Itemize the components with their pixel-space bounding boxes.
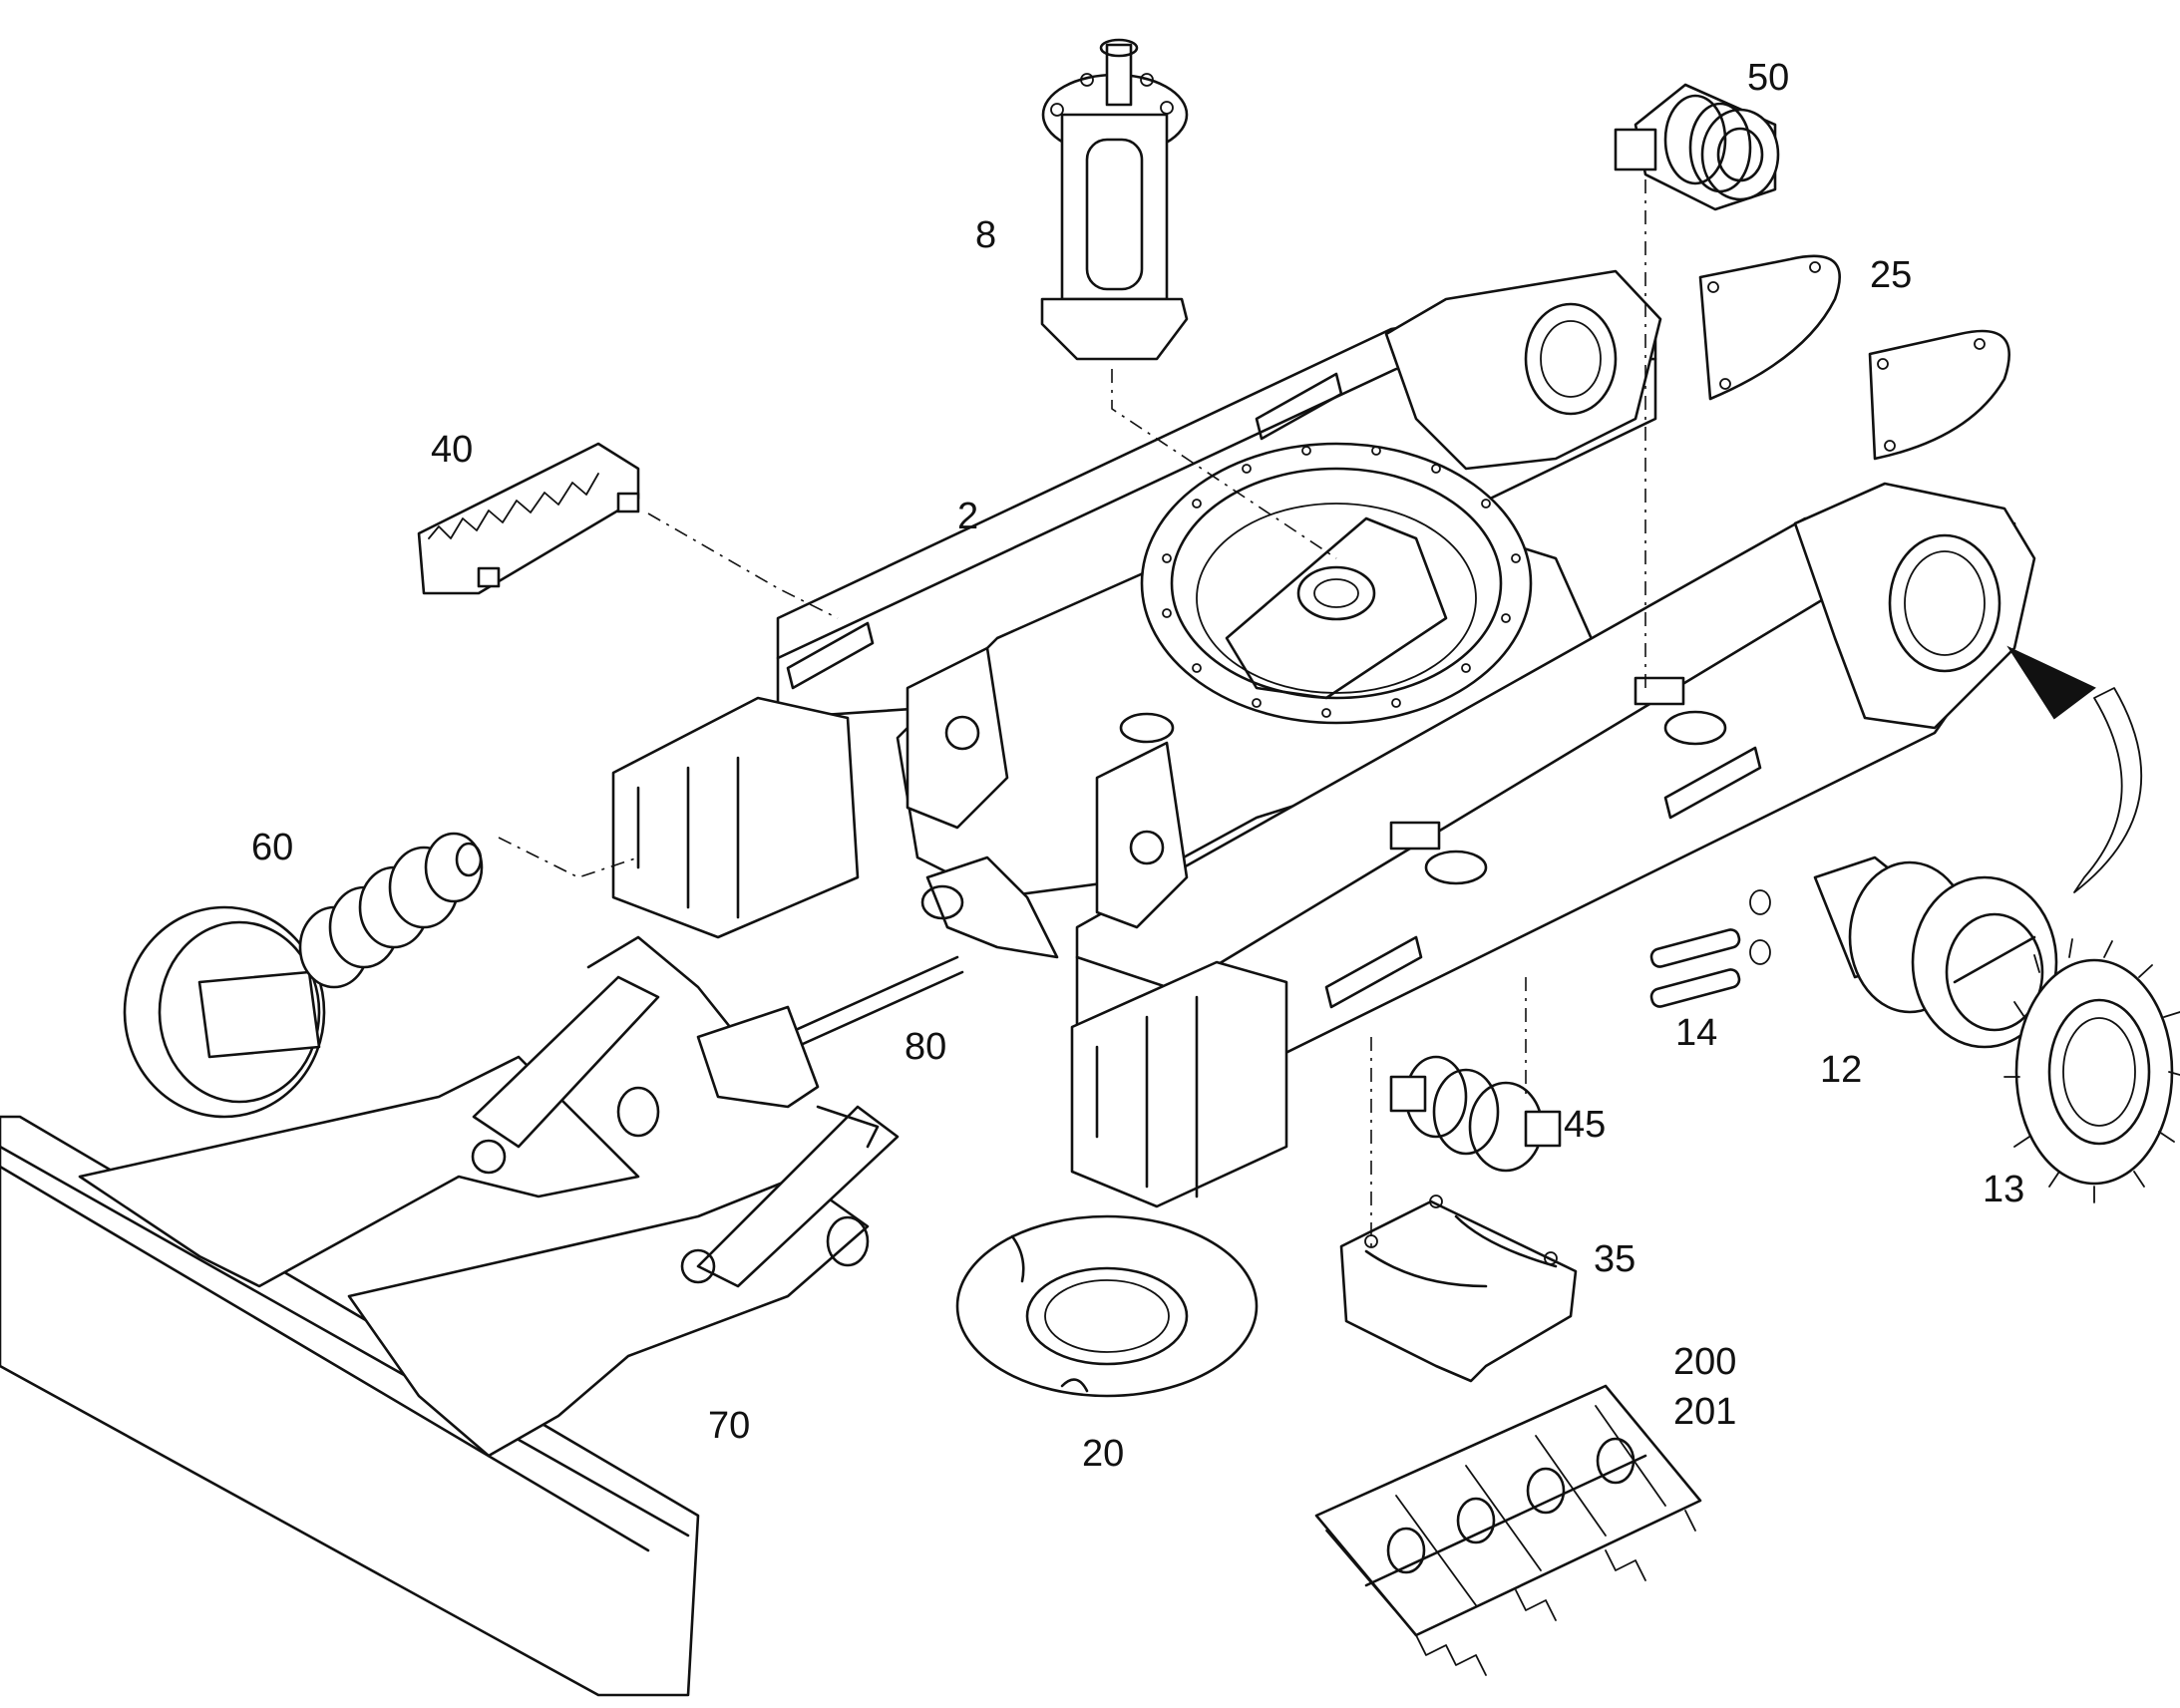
- label-14: 14: [1675, 1012, 1717, 1054]
- label-80: 80: [905, 1026, 946, 1068]
- label-13: 13: [1983, 1169, 2024, 1210]
- idler-tensioner[interactable]: [123, 832, 484, 1119]
- travel-motor[interactable]: [1813, 855, 2058, 1049]
- label-201: 201: [1673, 1391, 1736, 1433]
- track-chain[interactable]: [1314, 1384, 1702, 1676]
- shim-plate[interactable]: [955, 1214, 1259, 1398]
- label-12: 12: [1820, 1049, 1862, 1091]
- label-200: 200: [1673, 1341, 1736, 1383]
- label-45: 45: [1564, 1104, 1606, 1146]
- rotation-arrow: [2006, 645, 2143, 893]
- dozer-blade[interactable]: [0, 975, 900, 1697]
- part-labels: 2 8 12 13 14 20 25 35 40 45 50 60 70 80 …: [251, 57, 2024, 1475]
- undercarriage-frame[interactable]: [611, 269, 2036, 1208]
- label-70: 70: [708, 1405, 750, 1447]
- label-60: 60: [251, 827, 293, 868]
- label-40: 40: [431, 429, 473, 471]
- label-8: 8: [975, 214, 996, 256]
- rotary-joint[interactable]: [1040, 38, 1189, 361]
- label-50: 50: [1747, 57, 1789, 99]
- label-25: 25: [1870, 254, 1912, 296]
- assembly-lines: [498, 179, 1646, 1246]
- blade-hydraulics[interactable]: [586, 855, 1059, 1149]
- top-roller[interactable]: [1614, 83, 1780, 211]
- sprocket[interactable]: [2003, 938, 2180, 1203]
- label-20: 20: [1082, 1433, 1124, 1475]
- cover-plates[interactable]: [1698, 254, 2010, 461]
- pins[interactable]: [1649, 889, 1771, 1008]
- track-guard[interactable]: [417, 442, 640, 595]
- bottom-roller[interactable]: [1389, 1055, 1562, 1173]
- roller-guard[interactable]: [1339, 1195, 1578, 1383]
- label-35: 35: [1594, 1238, 1635, 1280]
- label-2: 2: [957, 496, 978, 537]
